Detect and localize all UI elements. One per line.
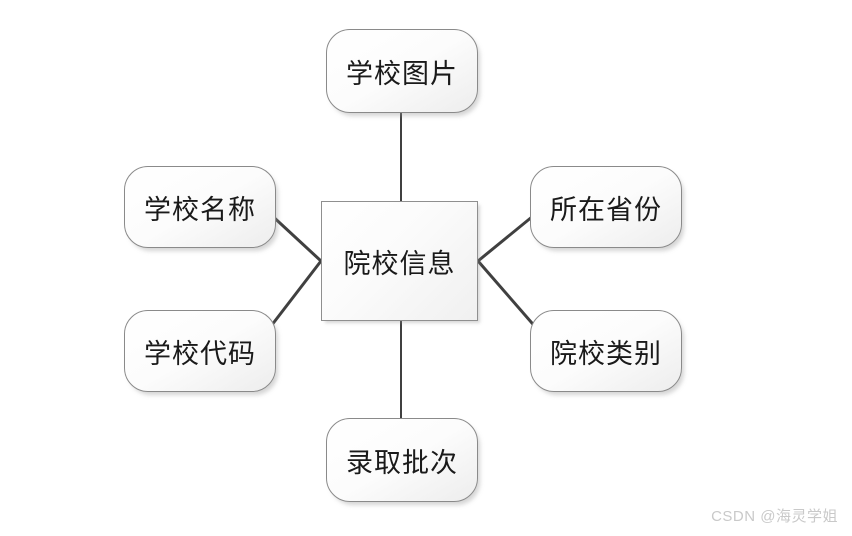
node-province[interactable]: 所在省份 [530,166,682,248]
node-school-picture[interactable]: 学校图片 [326,29,478,113]
node-school-category[interactable]: 院校类别 [530,310,682,392]
connector-school-name [266,210,323,263]
watermark-text: CSDN @海灵学姐 [711,508,838,525]
node-label: 学校图片 [346,58,458,89]
node-label: 学校名称 [144,194,256,225]
node-label: 院校信息 [343,248,456,279]
node-school-code[interactable]: 学校代码 [124,310,276,392]
node-label: 院校类别 [550,338,662,369]
node-label: 所在省份 [550,194,662,225]
connector-school-code [266,260,323,331]
node-admission-batch[interactable]: 录取批次 [326,418,478,502]
node-label: 学校代码 [144,338,256,369]
node-school-name[interactable]: 学校名称 [124,166,276,248]
node-label: 录取批次 [346,447,458,478]
connector-school-category [476,260,540,331]
node-center-entity[interactable]: 院校信息 [321,201,478,321]
connector-province [477,210,539,263]
